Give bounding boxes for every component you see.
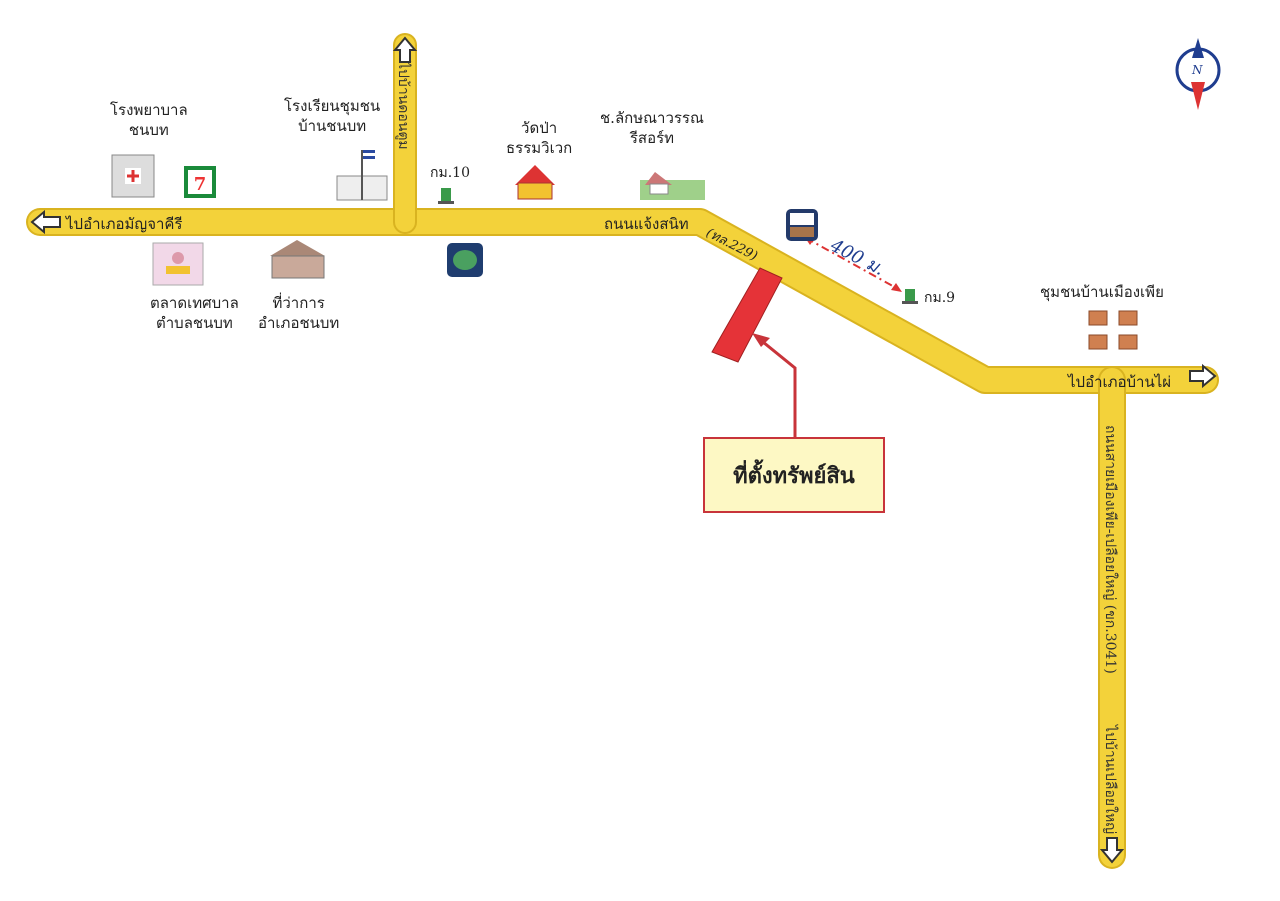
market-icon <box>152 242 204 286</box>
km9-label: กม.9 <box>924 290 956 306</box>
market-label: ตลาดเทศบาล ตำบลชนบท <box>150 294 239 332</box>
temple-label: วัดป่า ธรรมวิเวก <box>506 119 573 157</box>
hospital-icon <box>111 154 155 198</box>
community-label: ชุมชนบ้านเมืองเพีย <box>1040 283 1164 301</box>
arrow-west-icon <box>30 209 61 235</box>
community-houses-icon <box>1088 310 1138 350</box>
main-road <box>28 210 1217 392</box>
distance-arrow-end-icon <box>891 283 902 292</box>
road-label-south: ไปบ้านเปลือยใหญ่ <box>1102 725 1118 835</box>
gas-station-icon <box>447 243 483 277</box>
compass-label: N <box>1192 63 1203 77</box>
road-label-east: ไปอำเภอบ้านไผ่ <box>1068 373 1172 391</box>
road-label-south-road: ถนนสายเมืองเพีย-เปลือยใหญ่ (ขก.3041) <box>1102 425 1118 674</box>
seven-eleven-icon: 7 <box>184 166 216 198</box>
road-label-north: ไปบ้านดอนตูม <box>395 62 411 150</box>
school-label: โรงเรียนชุมชน บ้านชนบท <box>284 97 381 135</box>
callout-pointer <box>757 336 797 437</box>
callout-arrowhead-icon <box>752 333 770 347</box>
direction-arrows <box>30 36 1217 864</box>
road-label-main: ถนนแจ้งสนิท <box>604 215 689 233</box>
arrow-north-icon <box>392 36 418 63</box>
km10-post-icon <box>438 188 454 204</box>
resort-icon <box>640 172 705 200</box>
km10-label: กม.10 <box>430 165 470 181</box>
district-office-label: ที่ว่าการ อำเภอชนบท <box>258 294 340 332</box>
resort-label: ช.ลักษณาวรรณ รีสอร์ท <box>600 109 704 147</box>
school-icon <box>336 150 388 201</box>
property-callout: ที่ตั้งทรัพย์สิน <box>703 437 885 513</box>
property-label: ที่ตั้งทรัพย์สิน <box>733 462 855 489</box>
compass-icon <box>1175 38 1221 110</box>
km9-post-icon <box>902 289 918 304</box>
hospital-label: โรงพยาบาล ชนบท <box>110 101 188 139</box>
bank-icon <box>786 209 818 241</box>
temple-icon <box>515 165 555 200</box>
svg-text:7: 7 <box>194 174 207 195</box>
arrow-east-icon <box>1189 363 1217 389</box>
property-parcel <box>711 267 783 363</box>
arrow-south-icon <box>1099 837 1125 864</box>
district-office-icon <box>270 240 325 279</box>
road-label-west: ไปอำเภอมัญจาคีรี <box>66 215 183 233</box>
